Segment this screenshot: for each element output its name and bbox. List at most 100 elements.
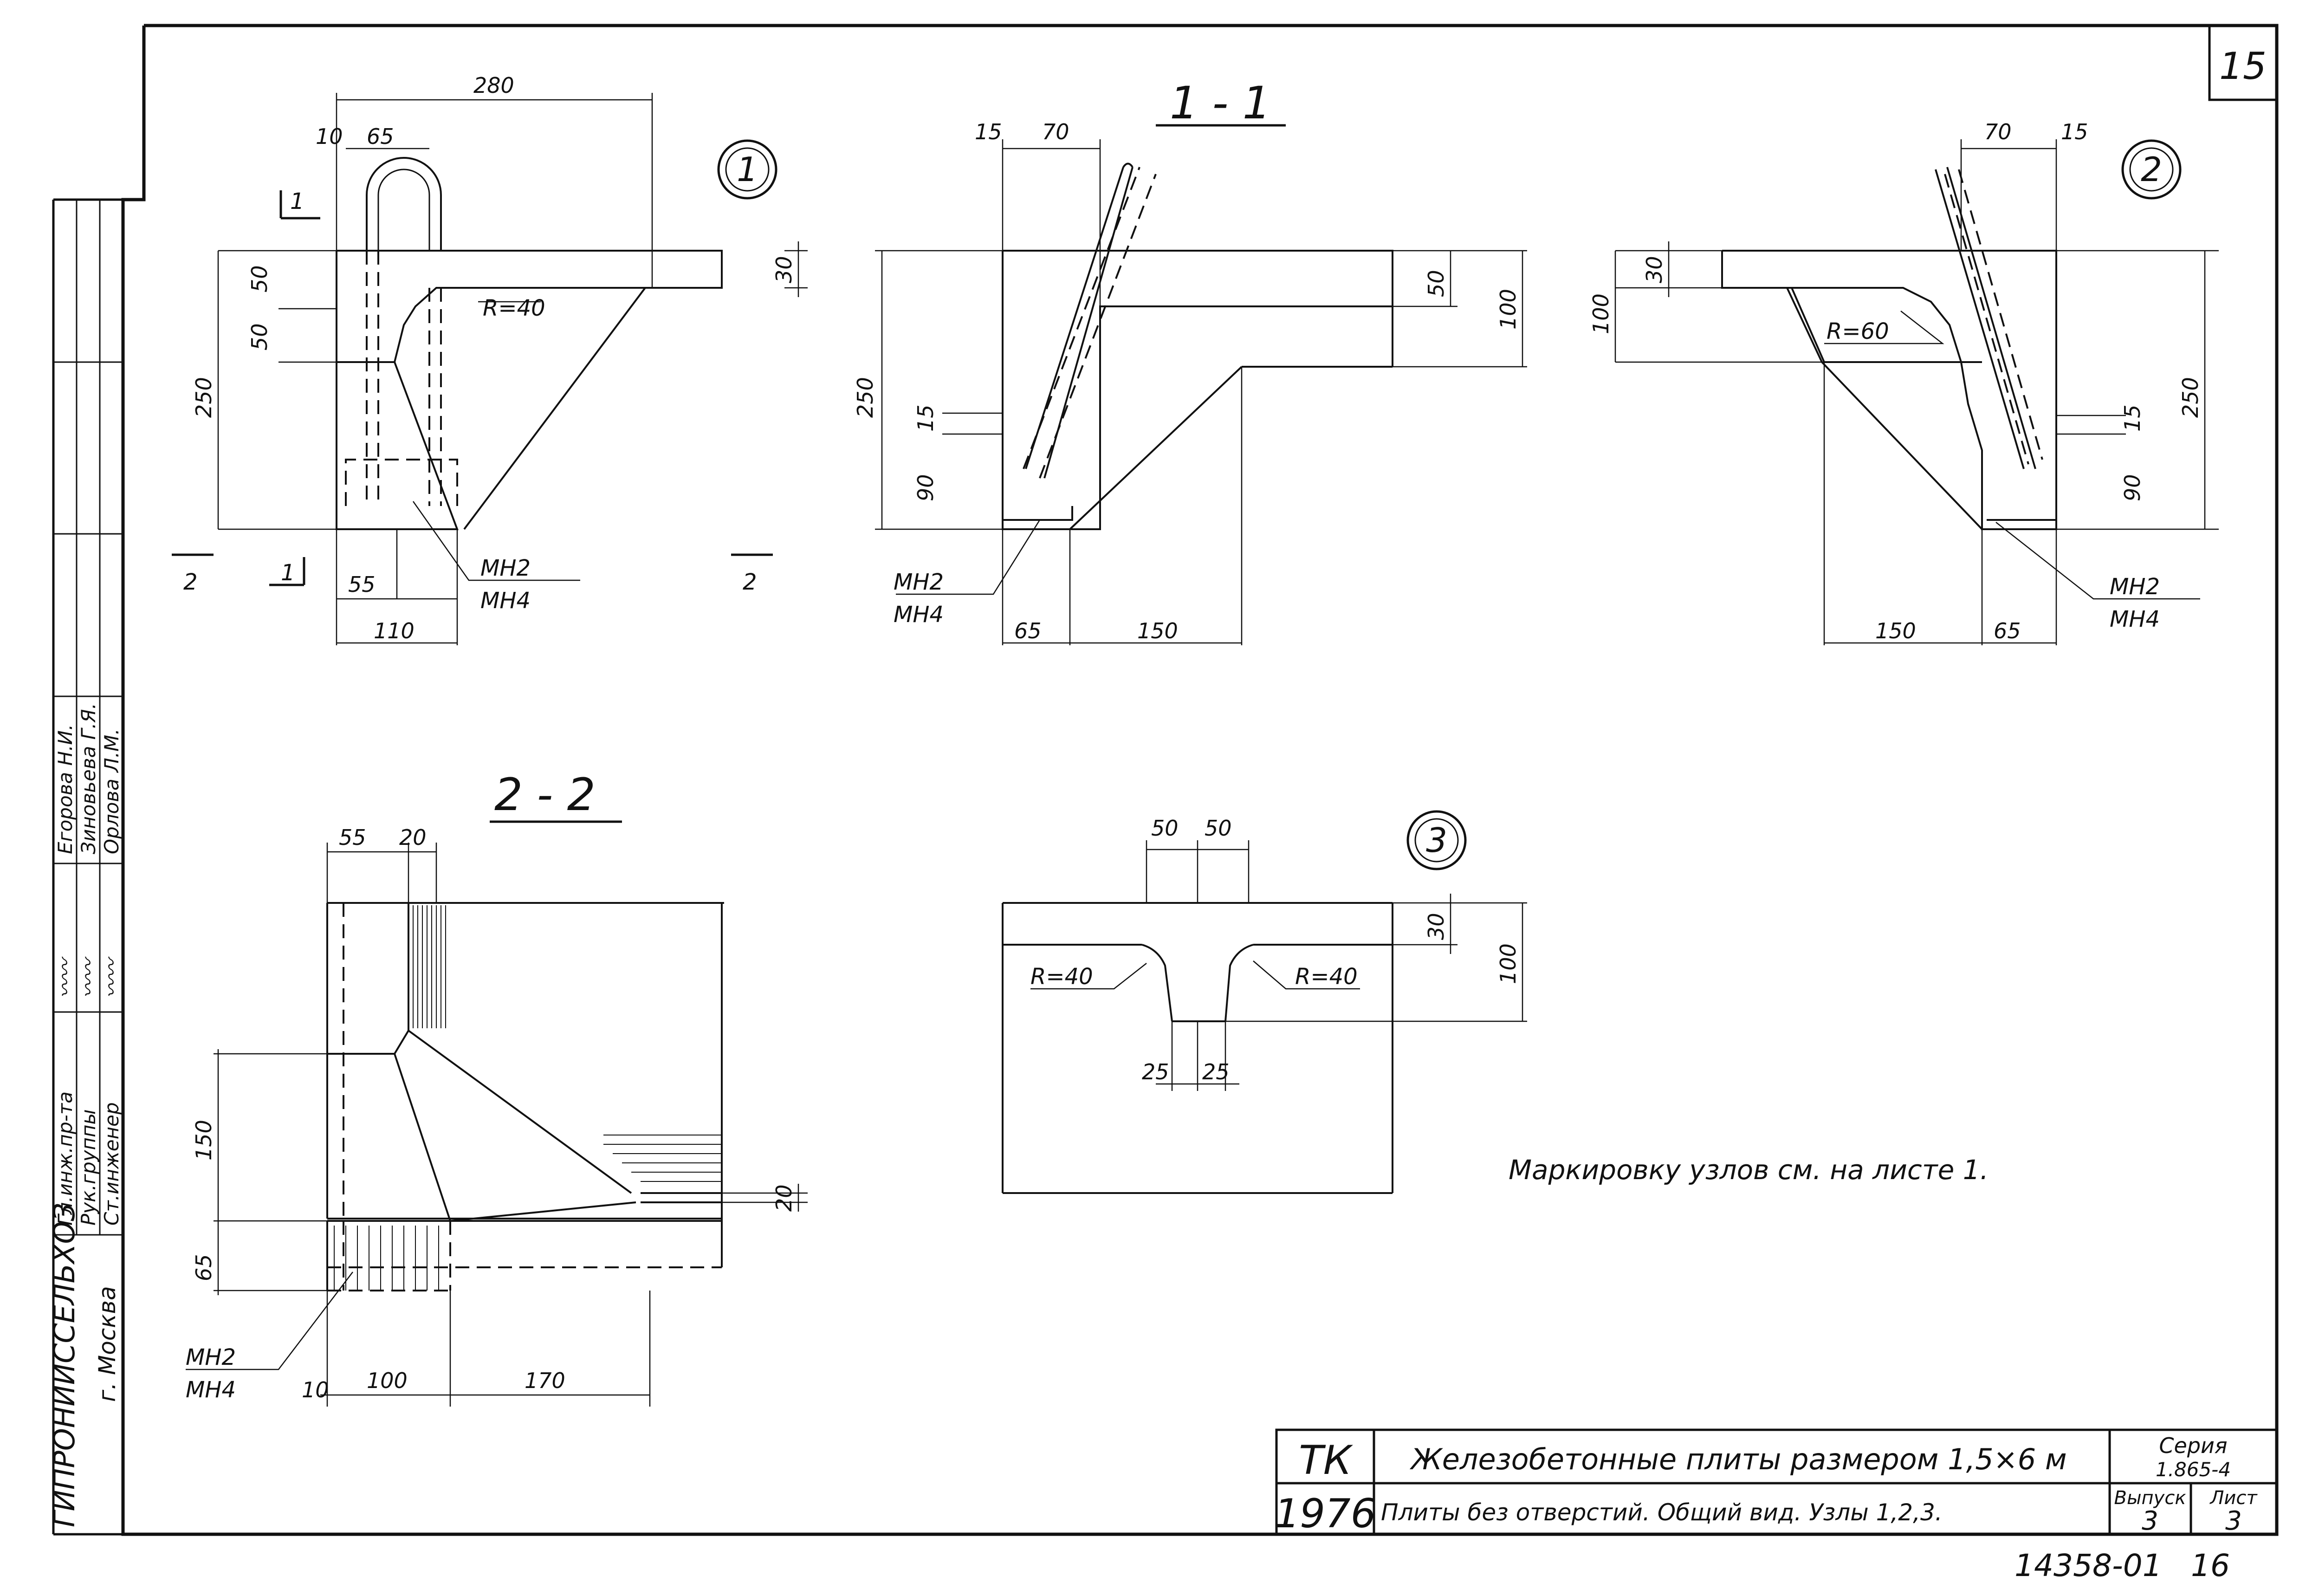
node2-labels: 2 70 15 30 100 250 15 90 150 65 R=60 МН2… [1588, 119, 2203, 643]
node2-rebar-2: МН4 [2110, 606, 2160, 632]
stamp-name-3: Орлова Л.М. [100, 728, 123, 854]
stamp-signature-1: 〰〰 [54, 956, 77, 998]
node3-dim-50b: 50 [1205, 816, 1232, 841]
node1-dim-250: 250 [191, 377, 216, 418]
node1-dim-50b: 50 [247, 323, 272, 350]
series-value: 1.865-4 [2156, 1458, 2231, 1481]
node1-mark: 1 [737, 150, 758, 189]
sheet-value: 3 [2225, 1506, 2242, 1536]
section22-rebar-1: МН2 [186, 1344, 236, 1370]
node1-cut2-left: 2 [183, 569, 198, 595]
section22-detail [326, 902, 724, 1291]
node2-dim-150: 150 [1875, 618, 1916, 643]
title-year: 1976 [1275, 1491, 1376, 1537]
section22-hatching [334, 905, 722, 1291]
stamp-signature-2: 〰〰 [77, 956, 100, 998]
title-subtitle: Плиты без отверстий. Общий вид. Узлы 1,2… [1381, 1499, 1943, 1526]
node1-dim-55: 55 [348, 572, 376, 597]
section11-dim-150: 150 [1137, 618, 1178, 643]
section11-dim-50: 50 [1424, 270, 1449, 297]
series-label: Серия [2159, 1433, 2227, 1458]
node2-dim-30: 30 [1642, 256, 1667, 283]
node1-labels: 1 280 10 65 50 50 250 30 55 110 R=40 МН2… [183, 73, 797, 643]
side-stamp [53, 200, 123, 1236]
node1-dim-30: 30 [771, 256, 797, 283]
side-stamp-text: Егорова Н.И. Зиновьева Г.Я. Орлова Л.М. … [47, 703, 123, 1527]
node2-detail [1614, 139, 2219, 645]
section22-dim-20b: 20 [771, 1184, 797, 1212]
title-block [1275, 1428, 2278, 1536]
node2-dim-250: 250 [2178, 377, 2203, 418]
stamp-city: г. Москва [94, 1286, 121, 1402]
section22-dim-100: 100 [367, 1368, 408, 1393]
section11-dim-90: 90 [913, 474, 938, 501]
node2-dim-90: 90 [2120, 474, 2145, 501]
section11-dim-15b: 15 [913, 404, 938, 432]
marking-note: Маркировку узлов см. на листе 1. [1509, 1154, 1989, 1186]
section22-dims [186, 820, 808, 1407]
node3-detail [1002, 840, 1527, 1194]
node1-dim-110: 110 [374, 618, 415, 643]
section22-dim-20: 20 [399, 825, 427, 850]
node3-dim-30: 30 [1424, 913, 1449, 940]
section11-dim-70: 70 [1042, 119, 1069, 144]
section11-title: 1 - 1 [1170, 77, 1271, 129]
node1-rebar-2: МН4 [480, 588, 531, 614]
node3-labels: 3 50 50 30 100 25 25 R=40 R=40 [1030, 810, 1521, 1084]
section11-dim-65: 65 [1014, 618, 1042, 643]
footer-code: 14358-01 [2015, 1548, 2162, 1583]
node3-radius-right: R=40 [1295, 964, 1358, 990]
section22-dim-55: 55 [339, 825, 366, 850]
node2-radius: R=60 [1827, 318, 1889, 344]
issue-value: 3 [2142, 1506, 2158, 1536]
sheet-label: Лист [2209, 1487, 2258, 1509]
node3-dim-25b: 25 [1202, 1059, 1230, 1084]
node2-dim-100: 100 [1588, 293, 1613, 334]
stamp-signature-3: 〰〰 [100, 956, 123, 998]
stamp-name-2: Зиновьева Г.Я. [77, 703, 100, 854]
node3-dim-100: 100 [1496, 943, 1521, 984]
stamp-role-3: Ст.инженер [100, 1102, 123, 1226]
node2-dim-15: 15 [2061, 119, 2088, 144]
section22-dim-10: 10 [302, 1377, 329, 1402]
issue-label: Выпуск [2114, 1487, 2186, 1509]
title-block-text: ТК 1976 Железобетонные плиты размером 1,… [1275, 1433, 2258, 1537]
sheet-number: 15 [2219, 45, 2267, 88]
section11-dim-100: 100 [1496, 289, 1521, 330]
section22-dim-150: 150 [191, 1120, 216, 1161]
node1-dim-280: 280 [473, 73, 514, 98]
title-org-code: ТК [1299, 1437, 1354, 1484]
node2-dim-65: 65 [1994, 618, 2021, 643]
node2-dim-70: 70 [1984, 119, 2012, 144]
node1-cut2-right: 2 [743, 569, 757, 595]
section11-labels: 1 - 1 15 70 250 50 100 15 90 65 150 МН2 … [853, 77, 1521, 643]
stamp-name-1: Егорова Н.И. [54, 724, 77, 854]
node3-dim-50a: 50 [1151, 816, 1179, 841]
node1-dim-50a: 50 [247, 265, 272, 292]
section22-rebar-2: МН4 [186, 1377, 236, 1403]
node1-dim-10: 10 [316, 124, 343, 149]
node1-cut1-top: 1 [290, 188, 304, 214]
section22-dim-65: 65 [191, 1254, 216, 1281]
section11-detail [875, 124, 1527, 645]
section22-dim-170: 170 [525, 1368, 565, 1393]
footer-page: 16 [2191, 1548, 2230, 1583]
section11-dim-250: 250 [853, 377, 878, 418]
node2-mark: 2 [2141, 150, 2162, 189]
node3-mark: 3 [1426, 821, 1447, 860]
node3-radius-left: R=40 [1030, 964, 1093, 990]
node1-dim-65: 65 [367, 124, 394, 149]
section22-labels: 2 - 2 55 20 150 65 20 10 100 170 МН2 МН4 [186, 769, 797, 1403]
section11-rebar-1: МН2 [894, 569, 944, 595]
section11-rebar-2: МН4 [894, 602, 944, 628]
node1-cut1-bottom: 1 [281, 560, 295, 586]
node2-rebar-1: МН2 [2110, 574, 2160, 600]
stamp-role-1: Гл.инж.пр-та [54, 1091, 77, 1226]
node3-dim-25a: 25 [1142, 1059, 1169, 1084]
node1-detail [172, 93, 808, 645]
stamp-organization: ГИПРОНИИССЕЛЬХОЗ [47, 1203, 81, 1527]
title-main: Железобетонные плиты размером 1,5×6 м [1409, 1442, 2067, 1476]
stamp-role-2: Рук.группы [77, 1109, 100, 1226]
node1-radius: R=40 [483, 295, 545, 321]
